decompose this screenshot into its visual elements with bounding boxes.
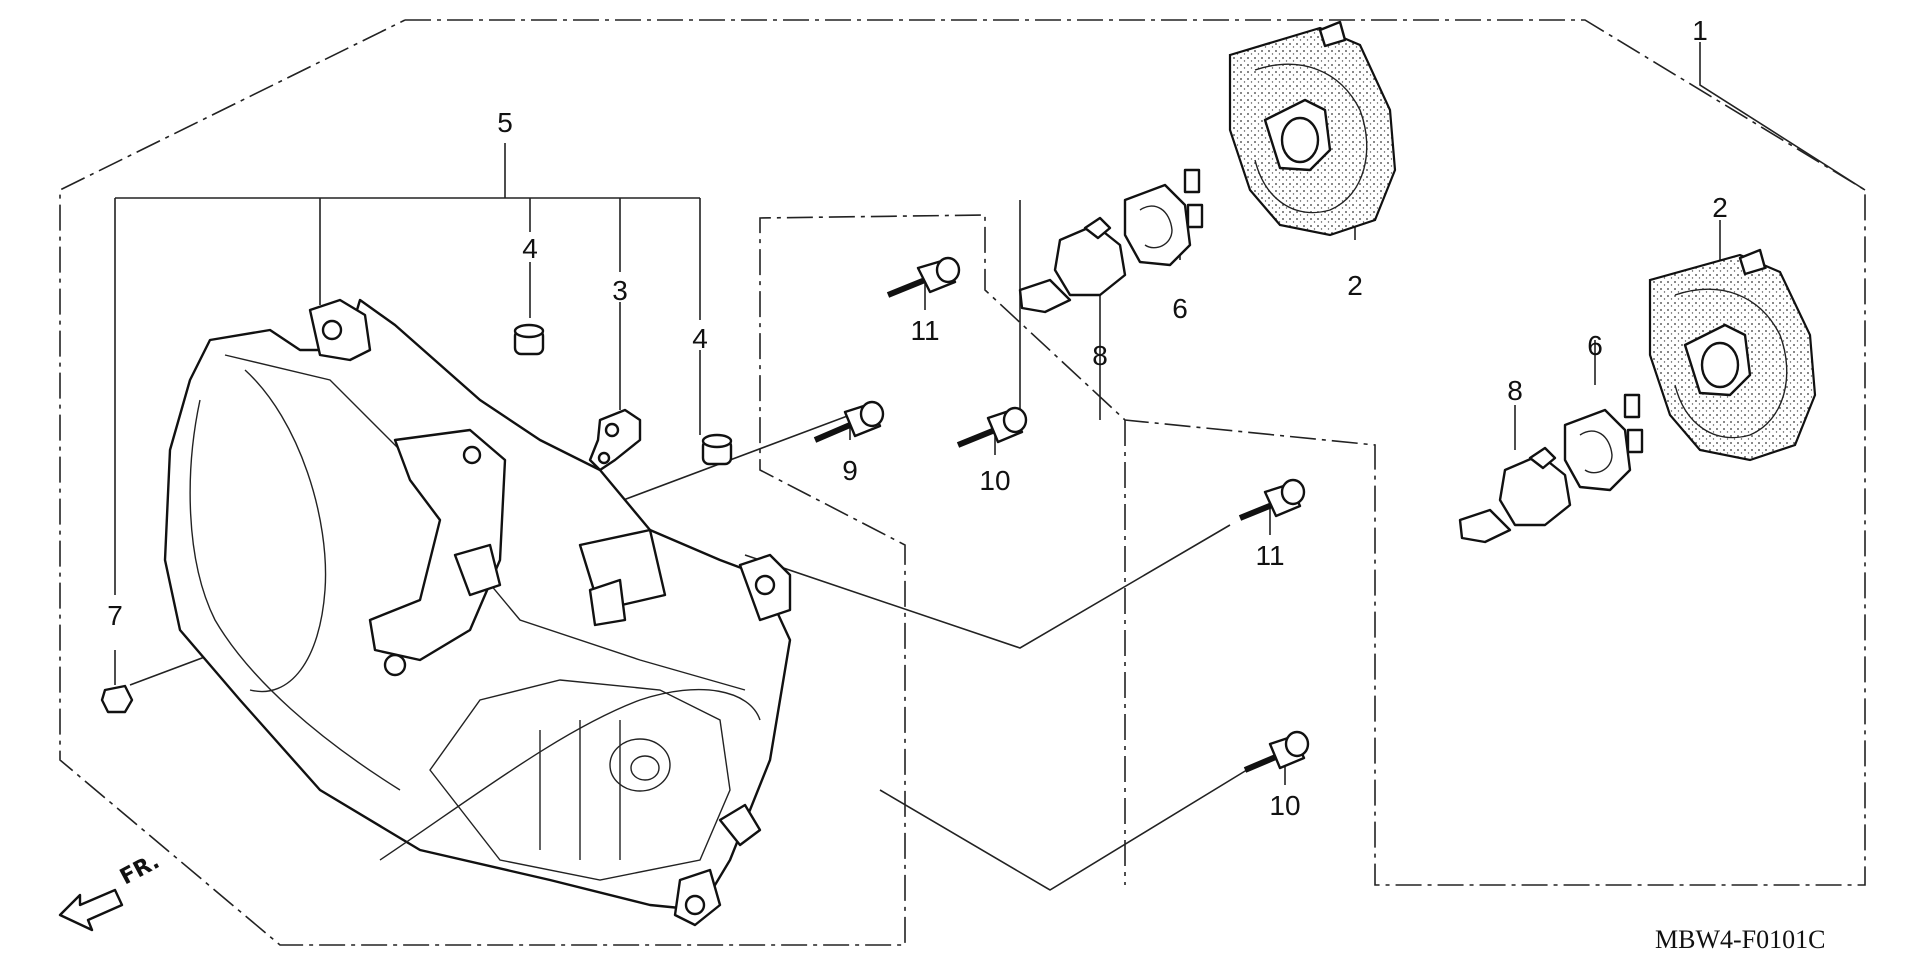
callout-labels: 1 2 2 3 4 4 5 6 6 7 8 8 9 10 10 11 11 (107, 15, 1728, 821)
callout-2: 2 (1712, 192, 1728, 223)
bulb-socket-lower (1458, 393, 1644, 544)
front-indicator: FR. (116, 849, 164, 890)
dust-cover-upper (1228, 20, 1397, 237)
callout-4: 4 (522, 233, 538, 264)
callout-4: 4 (692, 323, 708, 354)
diagram-code: MBW4-F0101C (1655, 925, 1825, 954)
callout-8: 8 (1507, 375, 1523, 406)
callout-1: 1 (1692, 15, 1708, 46)
callout-11: 11 (1255, 540, 1284, 571)
callout-3: 3 (612, 275, 628, 306)
callout-2: 2 (1347, 270, 1363, 301)
callout-9: 9 (842, 455, 858, 486)
callout-5: 5 (497, 107, 513, 138)
callout-8: 8 (1092, 340, 1108, 371)
assembly-outlines (59, 19, 1866, 946)
dust-cover-lower (1648, 248, 1817, 462)
callout-7: 7 (107, 600, 123, 631)
callout-11: 11 (910, 315, 939, 346)
small-fasteners (100, 323, 733, 714)
screws (813, 256, 1310, 773)
bulb-socket-upper (1018, 168, 1204, 314)
callout-10: 10 (1269, 790, 1300, 821)
callout-10: 10 (979, 465, 1010, 496)
callout-6: 6 (1587, 330, 1603, 361)
callout-6: 6 (1172, 293, 1188, 324)
front-direction-arrow-icon: FR. (58, 849, 164, 932)
headlight-housing (163, 298, 792, 927)
